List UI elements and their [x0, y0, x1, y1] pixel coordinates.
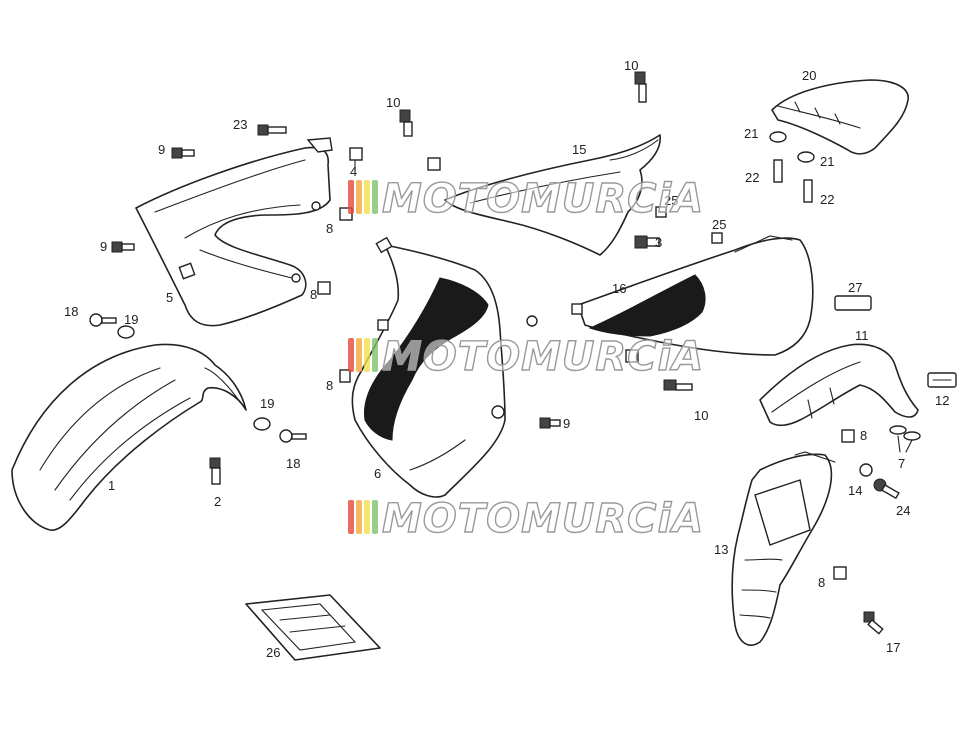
callout-19: 19: [260, 396, 274, 411]
callout-9: 9: [158, 142, 165, 157]
callout-8: 8: [818, 575, 825, 590]
callout-14: 14: [848, 483, 862, 498]
callout-15: 15: [572, 142, 586, 157]
part-13-rear-fender: [731, 451, 836, 646]
callout-21: 21: [820, 154, 834, 169]
callout-10: 10: [694, 408, 708, 423]
callout-9: 9: [563, 416, 570, 431]
callout-17: 17: [886, 640, 900, 655]
callout-2: 2: [214, 494, 221, 509]
callout-8: 8: [326, 378, 333, 393]
callout-10: 10: [386, 95, 400, 110]
part-11-tail-bracket: [759, 343, 919, 427]
watermark-stripe: [364, 180, 370, 214]
part-26-decal-sheet: [245, 594, 381, 661]
watermark-stripe: [348, 338, 354, 372]
callout-21: 21: [744, 126, 758, 141]
watermark-stripe: [372, 500, 378, 534]
callout-11: 11: [855, 328, 869, 343]
callout-27: 27: [848, 280, 862, 295]
watermark-stripe: [364, 338, 370, 372]
callout-23: 23: [233, 117, 247, 132]
callout-25: 25: [712, 217, 726, 232]
callout-20: 20: [802, 68, 816, 83]
callout-22: 22: [820, 192, 834, 207]
watermark-stripe: [356, 180, 362, 214]
callout-22: 22: [745, 170, 759, 185]
callout-19: 19: [124, 312, 138, 327]
callout-16: 16: [612, 281, 626, 296]
callout-8: 8: [310, 287, 317, 302]
callout-26: 26: [266, 645, 280, 660]
callout-10: 10: [624, 58, 638, 73]
hardware-set: [89, 71, 921, 635]
part-27-pad: [834, 295, 872, 311]
callout-13: 13: [714, 542, 728, 557]
part-6-front-fairing: [339, 236, 506, 498]
watermark-stripe: [372, 180, 378, 214]
callout-5: 5: [166, 290, 173, 305]
watermark-text: MOTOMURCiA: [382, 496, 704, 542]
part-16-side-panel-right: [571, 235, 814, 356]
callout-7: 7: [898, 456, 905, 471]
watermark-stripe: [348, 180, 354, 214]
callout-18: 18: [286, 456, 300, 471]
part-1-front-fender: [11, 343, 247, 531]
part-15-side-panel: [444, 134, 661, 256]
watermark: MOTOMURCiA: [348, 333, 704, 381]
watermark: MOTOMURCiA: [348, 175, 704, 223]
callouts: 1 2 3 4 5 6 7 8 8 8 8 8 9 9 9 10 10 10 1…: [64, 58, 949, 660]
watermark-stripe: [372, 338, 378, 372]
callout-25: 25: [664, 193, 678, 208]
callout-3: 3: [655, 235, 662, 250]
watermark: MOTOMURCiA: [348, 495, 704, 543]
callout-8: 8: [860, 428, 867, 443]
callout-18: 18: [64, 304, 78, 319]
callout-9: 9: [100, 239, 107, 254]
watermark-stripe: [364, 500, 370, 534]
callout-8: 8: [326, 221, 333, 236]
callout-1: 1: [108, 478, 115, 493]
part-5-left-shroud: [135, 137, 333, 327]
watermark-stripe: [348, 500, 354, 534]
callout-12: 12: [935, 393, 949, 408]
watermark-stripe: [356, 338, 362, 372]
leader-lines: [354, 159, 913, 453]
callout-6: 6: [374, 466, 381, 481]
watermark-stripe: [356, 500, 362, 534]
part-20-seat: [771, 79, 909, 155]
callout-4: 4: [350, 164, 357, 179]
watermark-text: MOTOMURCiA: [382, 334, 704, 380]
watermark-text: MOTOMURCiA: [382, 176, 704, 222]
callout-24: 24: [896, 503, 910, 518]
